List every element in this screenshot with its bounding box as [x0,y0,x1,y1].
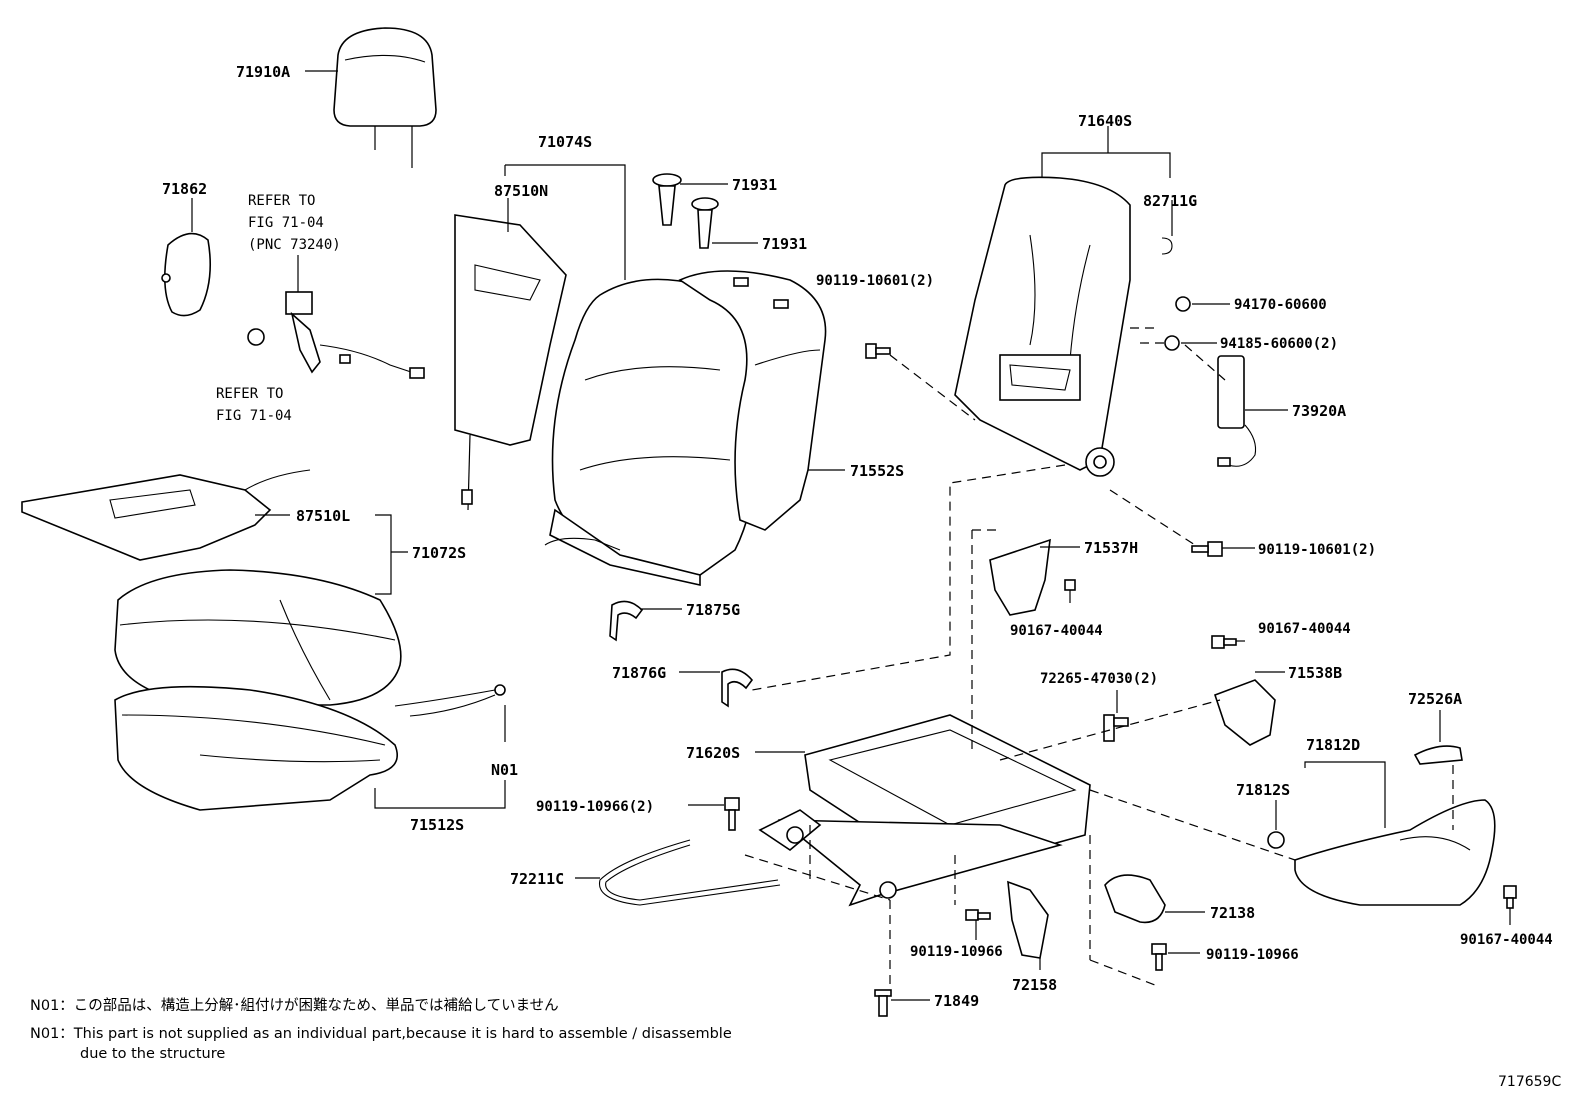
label-87510n: 87510N [494,182,548,200]
label-71512s: 71512S [410,816,464,834]
headrest-guide-upper-part [652,173,682,226]
label-71876g: 71876G [612,664,666,682]
label-90167-40044-far: 90167-40044 [1460,932,1553,948]
label-90167-40044-mid: 90167-40044 [1010,623,1103,639]
label-71849: 71849 [934,992,979,1010]
headrest-part [333,27,437,168]
airbag-module-part [1217,355,1257,467]
label-71552s: 71552S [850,462,904,480]
72211c-wire-part [598,839,781,906]
label-n01: N01 [491,761,518,779]
label-82711g: 82711G [1143,192,1197,210]
refer-top-line-2: FIG 71-04 [248,215,324,231]
assembly-dash-lines [744,327,1454,986]
71812s-clip-part [1267,831,1285,849]
label-72158: 72158 [1012,976,1057,994]
label-72138: 72138 [1210,904,1255,922]
cushion-heater-part [21,469,311,561]
bolt-90119-10966-right-part [1151,943,1167,971]
note-n01-english-line-1: N01：This part is not supplied as an indi… [30,1026,732,1042]
leader-lines [191,70,1511,1001]
label-71862: 71862 [162,180,207,198]
label-90119-10966-mid: 90119-10966 [910,944,1003,960]
label-71537h: 71537H [1084,539,1138,557]
bolt-90119-10601-top-part [865,343,891,359]
label-71620s: 71620S [686,744,740,762]
71537h-bracket-part [989,538,1076,616]
cushion-cover-part [114,569,402,706]
71538b-bracket-part [1213,679,1276,746]
note-n01-english-line-2: due to the structure [80,1046,226,1062]
label-90167-40044-right: 90167-40044 [1258,621,1351,637]
cushion-pad-part [114,685,398,811]
nut-94185-part [1164,335,1180,351]
refer-bottom-line-1: REFER TO [216,386,283,402]
bolt-90119-10966-mid-part [965,909,991,921]
label-73920a: 73920A [1292,402,1346,420]
refer-bottom-line-2: FIG 71-04 [216,408,292,424]
label-94185-60600: 94185-60600(2) [1220,336,1338,352]
71875g-clip-part [609,600,644,642]
seat-belt-buckle-part [247,255,425,379]
label-72265-47030: 72265-47030(2) [1040,671,1158,687]
72265-clip-part [1103,714,1129,742]
label-72211c: 72211C [510,870,564,888]
label-71072s: 71072S [412,544,466,562]
label-71812d: 71812D [1306,736,1360,754]
label-90119-10966-right: 90119-10966 [1206,947,1299,963]
label-71538b: 71538B [1288,664,1342,682]
label-71074s: 71074S [538,133,592,151]
n01-harness-part [394,684,506,717]
label-71910a: 71910A [236,63,290,81]
label-71931-upper: 71931 [732,176,777,194]
bolt-90119-10601-right-part [1191,541,1223,557]
label-71640s: 71640S [1078,112,1132,130]
label-72526a: 72526A [1408,690,1462,708]
seatback-heater-part [454,214,567,511]
71862-cover-part [161,232,212,317]
71849-pin-part [874,989,892,1017]
note-n01-japanese: N01：この部品は、構造上分解･組付けが困難なため、単品では補給していません [30,998,559,1014]
figure-code: 717659C [1498,1074,1562,1090]
72526a-cap-part [1413,745,1463,765]
refer-top-line-3: (PNC 73240) [248,237,341,253]
refer-top-line-1: REFER TO [248,193,315,209]
label-87510l: 87510L [296,507,350,525]
71876g-clip-part [721,668,754,708]
82711g-clip-part [1161,237,1173,255]
71812d-shield-part [1294,799,1496,906]
label-90119-10966-left: 90119-10966(2) [536,799,654,815]
seatback-cover-part [544,278,757,586]
seatback-board-part [678,270,827,531]
label-90119-10601-right: 90119-10601(2) [1258,542,1376,558]
label-94170-60600: 94170-60600 [1234,297,1327,313]
label-71875g: 71875G [686,601,740,619]
nut-94170-part [1175,296,1191,312]
label-71812s: 71812S [1236,781,1290,799]
bolt-90167-far-part [1503,885,1517,909]
72158-cover-part [1007,880,1049,959]
bolt-90119-10966-left-part [724,797,740,831]
bolt-90167-mid-part [1211,635,1237,649]
label-90119-10601-top: 90119-10601(2) [816,273,934,289]
seatback-frame-part [954,176,1131,477]
72138-cover-part [1104,874,1166,924]
label-71931-lower: 71931 [762,235,807,253]
headrest-guide-lower-part [691,197,719,249]
